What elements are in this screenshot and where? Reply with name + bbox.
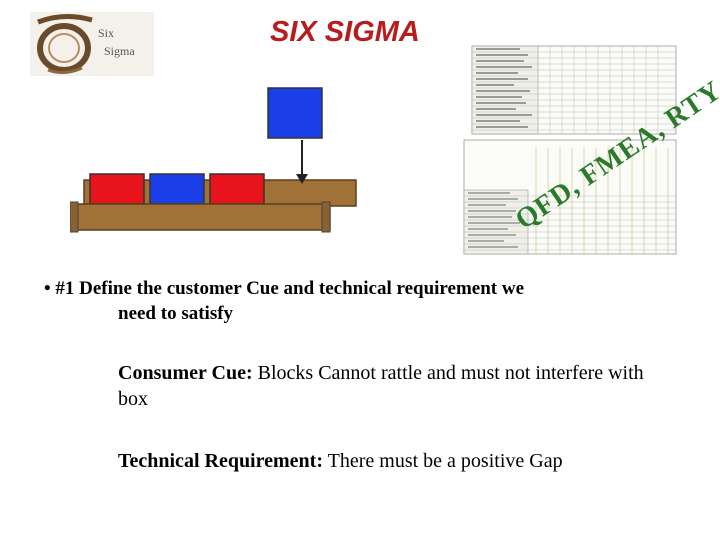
technical-requirement-text: There must be a positive Gap: [323, 450, 563, 472]
technical-requirement-label: Technical Requirement:: [118, 450, 323, 472]
blue-block-falling: [267, 87, 323, 139]
consumer-cue-paragraph: Consumer Cue: Blocks Cannot rattle and m…: [118, 360, 678, 412]
logo-text-sigma: Sigma: [104, 44, 135, 58]
blocks-in-tray-diagram: [70, 87, 357, 233]
qfd-fmea-rty-worksheets-image: [458, 44, 678, 256]
sigma-swirl-icon: [30, 12, 154, 76]
consumer-cue-text: Blocks Cannot rattle and must not interf…: [118, 362, 644, 410]
red-block-left: [89, 173, 145, 205]
technical-requirement-paragraph: Technical Requirement: There must be a p…: [118, 448, 678, 474]
six-sigma-logo: Six Sigma: [30, 12, 154, 76]
bullet-marker: •: [44, 278, 51, 299]
consumer-cue-label: Consumer Cue:: [118, 362, 253, 384]
bullet-line-1: #1 Define the customer Cue and technical…: [55, 278, 525, 299]
red-block-right: [209, 173, 265, 205]
bullet-line-2: need to satisfy: [118, 303, 234, 324]
page-title: SIX SIGMA: [270, 16, 420, 48]
blue-block-middle: [149, 173, 205, 205]
tray-front: [71, 203, 331, 231]
logo-text-six: Six: [98, 26, 115, 40]
bullet-define-requirement: • #1 Define the customer Cue and technic…: [44, 276, 684, 326]
